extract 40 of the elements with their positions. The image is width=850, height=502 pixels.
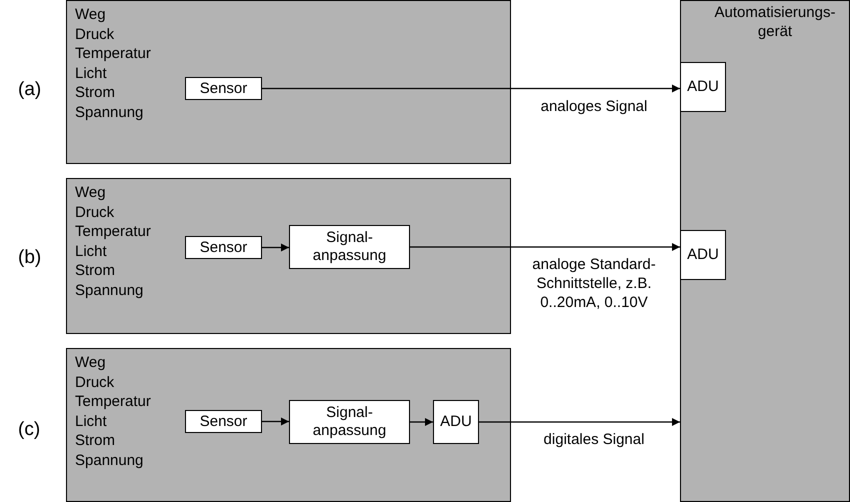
row-label: (a) (18, 79, 42, 101)
arrow (262, 84, 680, 92)
process-box: Sensor (185, 410, 262, 433)
quantity-label: Weg (75, 353, 106, 372)
quantity-label: Temperatur (75, 222, 151, 241)
arrow (410, 243, 680, 251)
device-title: Automatisierungs-gerät (714, 3, 836, 41)
arrow (410, 418, 433, 426)
quantity-label: Spannung (75, 450, 144, 470)
panel (66, 178, 511, 334)
arrow (479, 418, 680, 426)
panel (66, 0, 511, 164)
quantity-label: Druck (75, 372, 114, 392)
quantity-label: Spannung (75, 102, 144, 122)
quantity-label: Strom (75, 261, 116, 280)
arrow (262, 418, 289, 426)
process-box: Sensor (185, 236, 262, 259)
process-box: ADU (433, 400, 479, 444)
process-box: ADU (680, 62, 726, 112)
quantity-label: Licht (75, 242, 107, 260)
quantity-label: Licht (75, 64, 107, 82)
process-box: Signal-anpassung (289, 400, 410, 444)
quantity-label: Spannung (75, 280, 144, 300)
row-label: (c) (18, 419, 40, 441)
quantity-label: Weg (75, 5, 106, 24)
process-box: Sensor (185, 77, 262, 100)
row-label: (b) (18, 247, 42, 269)
quantity-label: Strom (75, 83, 116, 102)
quantity-label: Licht (75, 412, 107, 430)
quantity-label: Druck (75, 202, 114, 222)
panel (66, 348, 511, 502)
quantity-label: Temperatur (75, 44, 151, 63)
quantity-label: Strom (75, 431, 116, 450)
panel (680, 0, 850, 502)
quantity-label: Temperatur (75, 392, 151, 411)
process-box: ADU (680, 230, 726, 280)
quantity-label: Druck (75, 24, 114, 44)
arrow (262, 244, 289, 252)
process-box: Signal-anpassung (289, 225, 410, 269)
quantity-label: Weg (75, 183, 106, 202)
